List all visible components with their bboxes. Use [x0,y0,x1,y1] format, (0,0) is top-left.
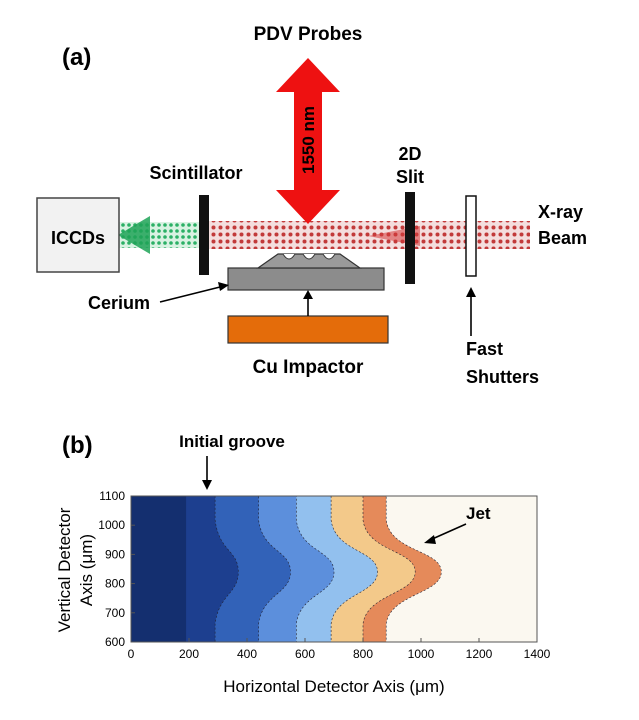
panel-a: (a) PDV Probes ICCDs Scintillator 1550 n… [36,24,587,387]
pdv-probes-label: PDV Probes [254,24,363,45]
background-region [131,496,187,642]
y-tick-label: 900 [105,547,125,561]
y-axis-label-line1: Vertical Detector [55,507,74,632]
iccds-box [36,197,120,273]
xray-label-line2: Beam [538,228,587,248]
y-tick-label: 700 [105,606,125,620]
xray-label-line1: X-ray [538,202,583,222]
x-axis-ticks: 0 200 400 600 800 1000 1200 1400 [128,638,551,661]
visible-light-arrow [118,216,150,254]
cerium-grooves [282,253,336,260]
slit-label-line1: 2D [398,144,421,164]
cerium-base [227,267,385,291]
y-tick-label: 800 [105,577,125,591]
y-axis-ticks: 600 700 800 900 1000 1100 [98,489,135,649]
jet-pointer [429,523,467,541]
x-tick-label: 800 [353,647,373,661]
x-tick-label: 0 [128,647,135,661]
cerium-pointer-head [218,282,229,291]
initial-groove-pointer-head [202,480,212,490]
shutter-pointer-head [466,287,476,297]
y-tick-label: 1000 [98,518,125,532]
scintillator-label: Scintillator [149,163,242,183]
jet-label: Jet [466,504,491,523]
iccds-label: ICCDs [51,228,105,248]
slit-label-line2: Slit [396,167,424,187]
y-tick-label: 600 [105,635,125,649]
cerium-sample [256,253,362,269]
slit-plate [405,192,415,284]
y-tick-label: 1100 [99,489,125,503]
panel-b-label: (b) [62,432,93,459]
plot-frame [130,495,538,643]
wavelength-label: 1550 nm [299,106,318,174]
cu-impactor-label: Cu Impactor [253,357,364,378]
pdv-laser-arrow [276,58,340,224]
x-axis-label: Horizontal Detector Axis (μm) [223,677,444,696]
cerium-label: Cerium [88,293,150,313]
shutters-label-line2: Shutters [466,367,539,387]
shutters-label-line1: Fast [466,339,503,359]
initial-groove-label: Initial groove [179,432,285,451]
x-tick-label: 200 [179,647,199,661]
x-tick-label: 1000 [408,647,435,661]
x-tick-label: 1400 [524,647,551,661]
y-axis-label-line2: Axis (μm) [77,534,96,606]
jet-pointer-head [424,535,436,544]
x-tick-label: 600 [295,647,315,661]
radiograph-plot: 0 200 400 600 800 1000 1200 1400 600 700 800 900 10… [98,489,550,661]
cerium-pointer [159,285,225,303]
impactor-direction-head [303,290,313,299]
panel-a-label: (a) [62,44,91,71]
scintillator-plate [199,195,209,275]
x-tick-label: 400 [237,647,257,661]
panel-b: (b) Initial groove 0 200 400 600 800 1000 1200… [55,432,551,696]
fast-shutter [465,195,477,277]
x-tick-label: 1200 [466,647,493,661]
cu-impactor [227,315,389,344]
shock-fronts [130,495,537,643]
xray-beam [205,221,530,249]
